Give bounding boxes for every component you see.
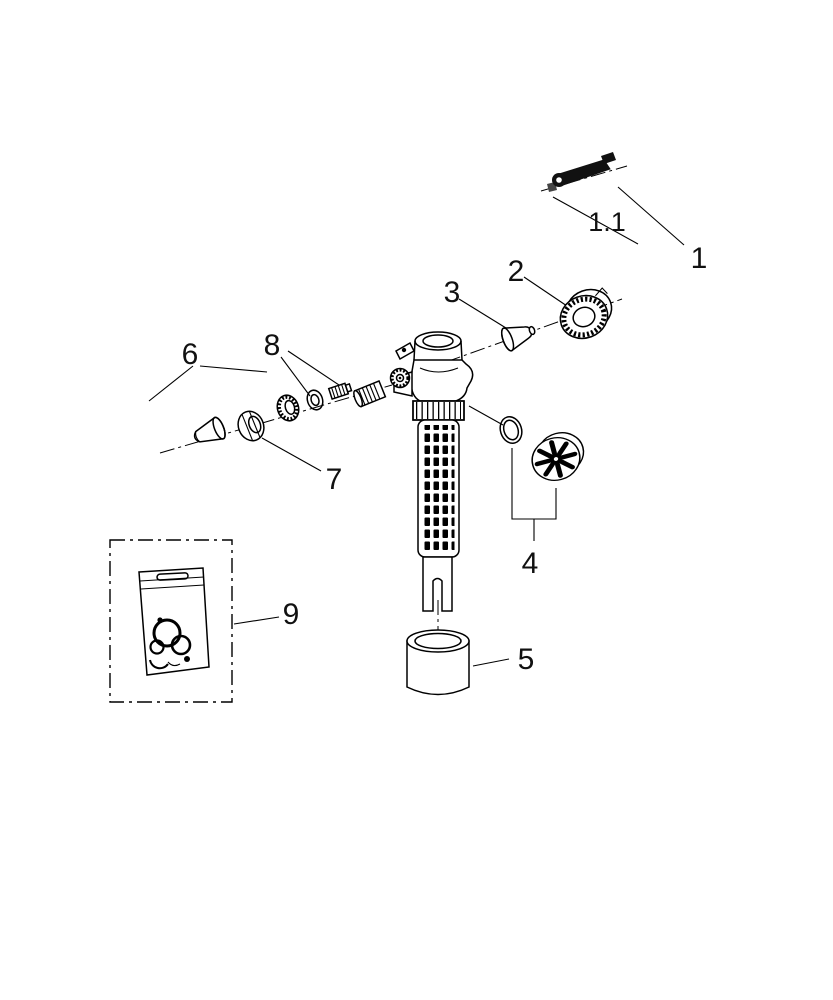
main-valve-body bbox=[353, 331, 474, 421]
callout-5: 5 bbox=[518, 643, 535, 676]
kit-boundary-box bbox=[109, 539, 233, 703]
part-5-cap bbox=[406, 629, 470, 696]
leader-2 bbox=[523, 276, 568, 307]
part-2-coupling-cap bbox=[559, 287, 613, 340]
callout-1: 1 bbox=[691, 242, 708, 275]
part-9-service-kit bbox=[109, 539, 233, 703]
leader-1a bbox=[552, 196, 639, 245]
callout-4: 4 bbox=[522, 547, 539, 580]
leader-1b bbox=[617, 186, 685, 246]
adjustment-knob bbox=[389, 367, 411, 389]
outlet-tube bbox=[422, 556, 453, 612]
callout-7: 7 bbox=[326, 463, 343, 496]
leader-6b bbox=[199, 365, 268, 373]
callout-3: 3 bbox=[444, 276, 461, 309]
parts-bag bbox=[138, 567, 210, 676]
hang-slot bbox=[156, 572, 189, 581]
bag-contents bbox=[149, 617, 192, 670]
callout-6: 6 bbox=[182, 338, 199, 371]
callouts: 1 1.1 2 3 4 5 6 7 8 9 bbox=[182, 207, 708, 676]
leader-5 bbox=[472, 658, 510, 667]
threaded-nipple bbox=[327, 382, 353, 400]
part-1-1-lever bbox=[547, 152, 616, 192]
collar-ring-nut bbox=[412, 400, 465, 421]
washer bbox=[306, 389, 324, 411]
leader-3 bbox=[458, 298, 507, 329]
retainer-clip bbox=[595, 287, 608, 297]
inlet-fitting bbox=[353, 380, 387, 408]
part-4-oring bbox=[499, 416, 523, 444]
leader-8a bbox=[280, 356, 311, 397]
part-4-impeller bbox=[531, 432, 585, 481]
leader-7 bbox=[261, 437, 322, 472]
leader-4-body bbox=[468, 405, 504, 426]
part-8-washer-set bbox=[276, 382, 353, 422]
body-outline bbox=[410, 359, 474, 402]
callout-9: 9 bbox=[283, 598, 300, 631]
leader-6a bbox=[148, 365, 194, 402]
leader-8b bbox=[287, 350, 343, 388]
leader-lines bbox=[148, 186, 685, 667]
part-3-insert bbox=[500, 325, 536, 352]
callout-8: 8 bbox=[264, 329, 281, 362]
serrated-nut bbox=[276, 394, 300, 422]
filter-cartridge bbox=[417, 419, 460, 558]
part-6-nozzle bbox=[193, 416, 226, 443]
callout-2: 2 bbox=[508, 255, 525, 288]
leader-9 bbox=[233, 616, 280, 625]
part-7-nut bbox=[237, 410, 265, 442]
callout-1-1: 1.1 bbox=[588, 207, 626, 237]
centerlines bbox=[159, 165, 628, 650]
axis-outlet bbox=[445, 298, 623, 363]
